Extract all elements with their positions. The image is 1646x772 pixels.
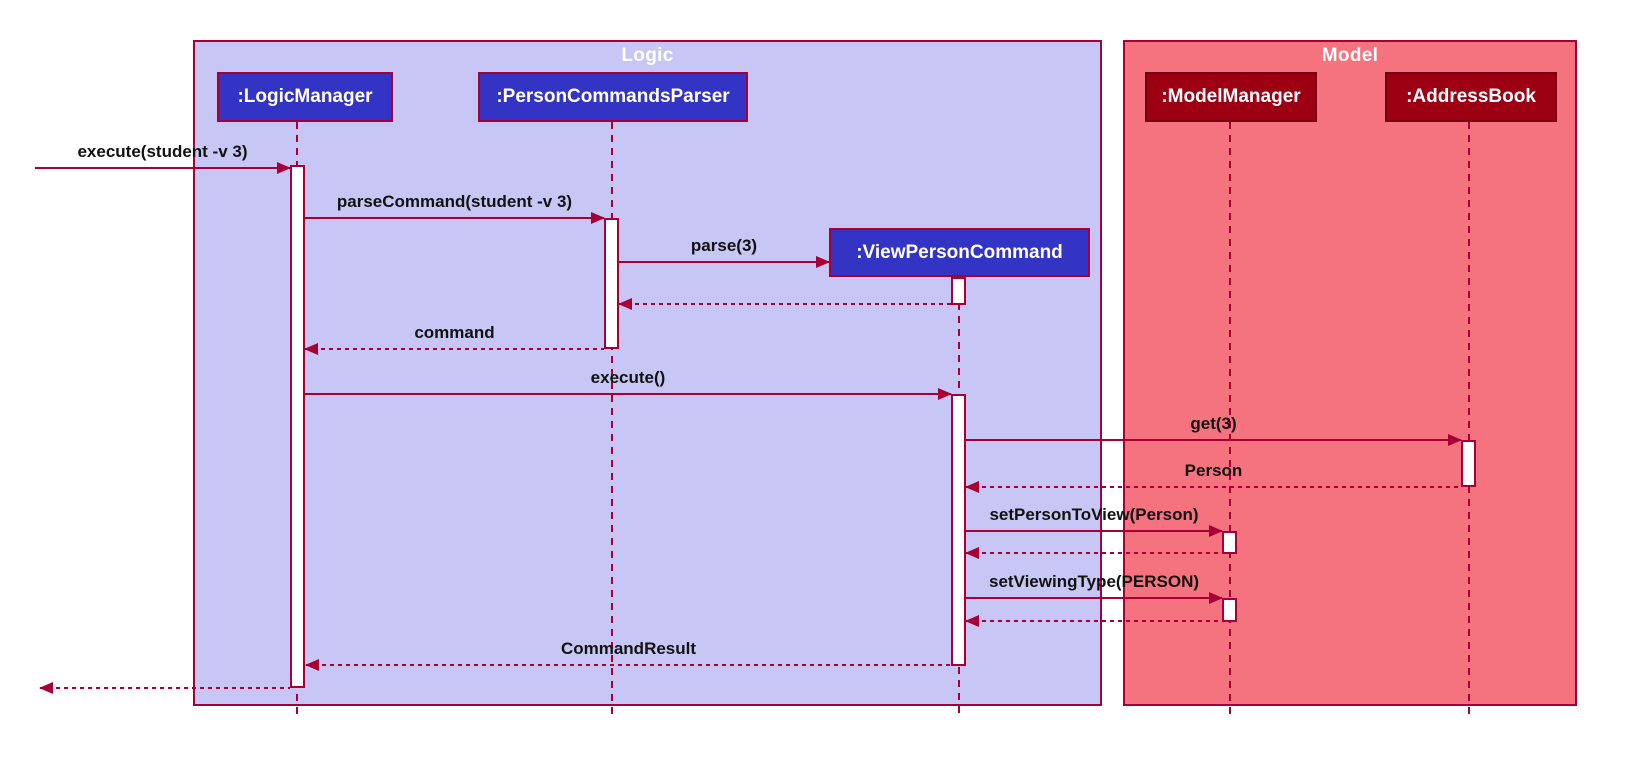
participant-logic-manager-label: :LogicManager bbox=[237, 86, 373, 107]
arrowhead-icon bbox=[965, 547, 979, 559]
message-set-person-to-view-label: setPersonToView(Person) bbox=[989, 505, 1199, 524]
message-command-result-return: CommandResult bbox=[305, 639, 951, 671]
message-set-viewing-return bbox=[965, 615, 1222, 627]
activation-person-commands-parser bbox=[604, 218, 619, 349]
model-frame: Model bbox=[1123, 40, 1577, 706]
message-parse: parse(3) bbox=[619, 236, 830, 268]
arrowhead-icon bbox=[1209, 592, 1223, 604]
lifeline-address-book bbox=[1468, 122, 1470, 717]
message-set-viewing-type: setViewingType(PERSON) bbox=[966, 572, 1223, 604]
participant-address-book-label: :AddressBook bbox=[1406, 86, 1536, 107]
message-execute-in: execute(student -v 3) bbox=[35, 142, 291, 174]
activation-model-manager-1 bbox=[1222, 531, 1237, 554]
logic-frame-title: Logic bbox=[621, 45, 674, 66]
message-person-return: Person bbox=[965, 461, 1461, 493]
activation-view-person-command-create bbox=[951, 277, 966, 305]
lifeline-person-commands-parser bbox=[611, 122, 613, 717]
message-parse-label: parse(3) bbox=[690, 236, 758, 255]
message-create-return bbox=[618, 298, 951, 310]
arrowhead-icon bbox=[304, 343, 318, 355]
message-command-result-return-label: CommandResult bbox=[560, 639, 697, 658]
activation-address-book bbox=[1461, 440, 1476, 487]
arrowhead-icon bbox=[277, 162, 291, 174]
message-parse-command-label: parseCommand(student -v 3) bbox=[336, 192, 573, 211]
arrowhead-icon bbox=[1448, 434, 1462, 446]
arrowhead-icon bbox=[39, 682, 53, 694]
arrowhead-icon bbox=[965, 615, 979, 627]
activation-view-person-command-execute bbox=[951, 394, 966, 666]
message-command-return: command bbox=[304, 323, 604, 355]
activation-logic-manager bbox=[290, 165, 305, 688]
participant-address-book: :AddressBook bbox=[1385, 72, 1557, 122]
message-set-person-return bbox=[965, 547, 1222, 559]
model-frame-title: Model bbox=[1321, 45, 1379, 66]
arrowhead-icon bbox=[1209, 525, 1223, 537]
message-person-return-label: Person bbox=[1184, 461, 1243, 480]
message-get-label: get(3) bbox=[1190, 414, 1237, 433]
participant-model-manager-label: :ModelManager bbox=[1161, 86, 1301, 107]
message-execute-cmd: execute() bbox=[305, 368, 952, 400]
participant-logic-manager: :LogicManager bbox=[217, 72, 393, 122]
lifeline-model-manager bbox=[1229, 122, 1231, 717]
participant-person-commands-parser-label: :PersonCommandsParser bbox=[496, 86, 730, 107]
arrowhead-icon bbox=[965, 481, 979, 493]
message-parse-command: parseCommand(student -v 3) bbox=[305, 192, 605, 224]
message-command-return-label: command bbox=[414, 323, 495, 342]
participant-model-manager: :ModelManager bbox=[1145, 72, 1317, 122]
message-execute-cmd-label: execute() bbox=[590, 368, 666, 387]
participant-view-person-command: :ViewPersonCommand bbox=[829, 228, 1090, 277]
message-set-viewing-type-label: setViewingType(PERSON) bbox=[988, 572, 1200, 591]
arrowhead-icon bbox=[938, 388, 952, 400]
activation-model-manager-2 bbox=[1222, 598, 1237, 622]
arrowhead-icon bbox=[591, 212, 605, 224]
participant-view-person-command-label: :ViewPersonCommand bbox=[856, 241, 1063, 263]
logic-frame: Logic bbox=[193, 40, 1102, 706]
arrowhead-icon bbox=[816, 256, 830, 268]
participant-person-commands-parser: :PersonCommandsParser bbox=[478, 72, 748, 122]
message-execute-in-label: execute(student -v 3) bbox=[77, 142, 248, 161]
message-final-return bbox=[39, 682, 290, 694]
message-get: get(3) bbox=[966, 414, 1462, 446]
arrowhead-icon bbox=[618, 298, 632, 310]
message-set-person-to-view: setPersonToView(Person) bbox=[966, 505, 1223, 537]
arrowhead-icon bbox=[305, 659, 319, 671]
